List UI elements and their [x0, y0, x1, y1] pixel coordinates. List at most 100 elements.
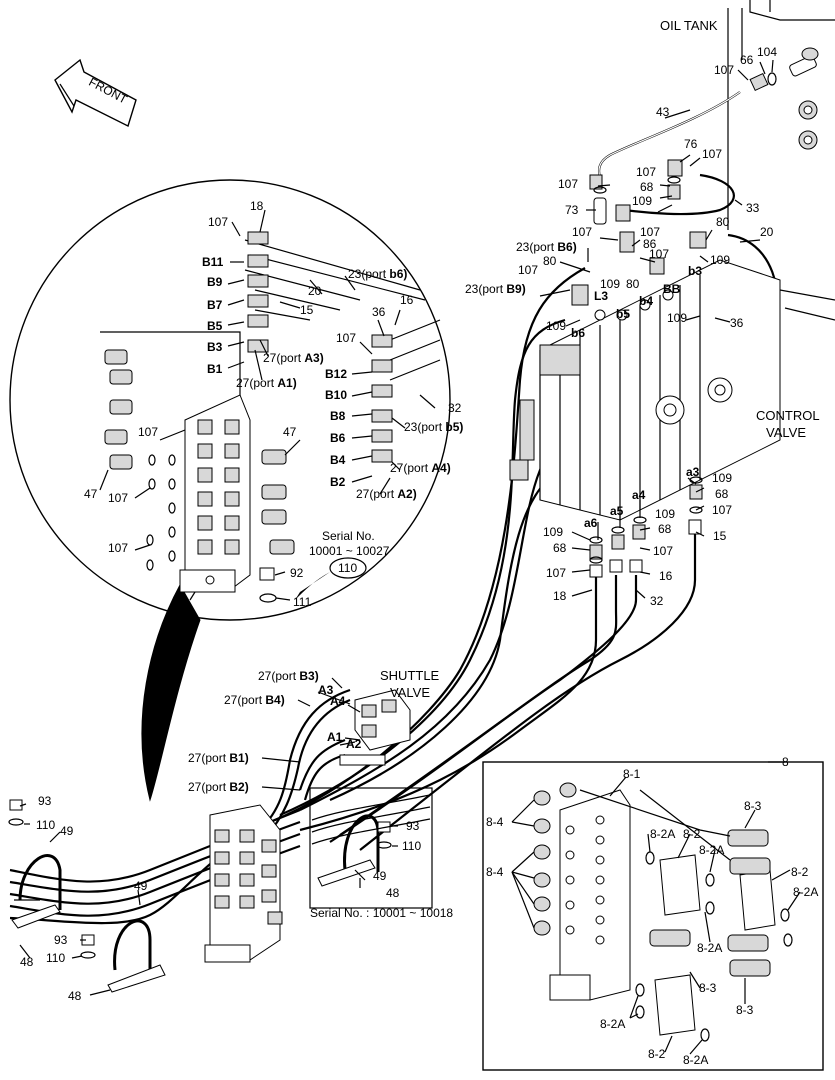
label-B12: B12	[325, 367, 347, 381]
label-23-port: 23(port b5)	[404, 420, 463, 434]
label-8-4: 8-4	[486, 865, 504, 879]
label-8-2: 8-2	[791, 865, 809, 879]
label-23-port: 23(port B6)	[516, 240, 577, 254]
label-86: 86	[643, 237, 657, 251]
label-36: 36	[730, 316, 744, 330]
label-23-port: 23(port b6)	[348, 267, 407, 281]
label-23-port: 23(port B9)	[465, 282, 526, 296]
label-32: 32	[650, 594, 664, 608]
shuttle-valve-label-2: VALVE	[390, 685, 430, 700]
label-B5: B5	[207, 319, 223, 333]
part-8-2A-orings	[635, 851, 793, 1042]
label-107: 107	[108, 491, 128, 505]
label-107: 107	[702, 147, 722, 161]
label-49: 49	[373, 869, 387, 883]
label-110: 110	[36, 818, 55, 832]
label-8-2A: 8-2A	[699, 843, 724, 857]
label-27-port: 27(port A2)	[356, 487, 417, 501]
control-valve	[509, 259, 781, 521]
label-B7: B7	[207, 298, 223, 312]
label-8: 8	[178, 601, 185, 615]
label-80: 80	[626, 277, 640, 291]
label-109: 109	[543, 525, 563, 539]
detail-hoses	[244, 231, 441, 463]
label-48: 48	[68, 989, 82, 1003]
label-15: 15	[713, 529, 727, 543]
control-valve-label-2: VALVE	[766, 425, 806, 440]
fittings-47	[261, 449, 295, 555]
part-8-2-tees	[654, 854, 776, 1036]
part-8-4-caps	[533, 782, 577, 936]
label-68: 68	[553, 541, 567, 555]
label-107: 107	[518, 263, 538, 277]
label-68: 68	[658, 522, 672, 536]
label-107: 107	[546, 566, 566, 580]
label-B3: B3	[207, 340, 223, 354]
label-107: 107	[649, 247, 669, 261]
label-20: 20	[308, 284, 322, 298]
label-107: 107	[712, 503, 732, 517]
label-107: 107	[558, 177, 578, 191]
shuttle-valve-label-1: SHUTTLE	[380, 668, 440, 683]
label-73: 73	[565, 203, 579, 217]
label-107: 107	[572, 225, 592, 239]
label-109: 109	[655, 507, 675, 521]
label-8-2A: 8-2A	[650, 827, 675, 841]
label-a3: a3	[686, 465, 700, 479]
label-27-port: 27(port A1)	[236, 376, 297, 390]
label-A4: A4	[330, 694, 346, 708]
label-16: 16	[659, 569, 673, 583]
label-107: 107	[208, 215, 228, 229]
label-8-2A: 8-2A	[793, 885, 818, 899]
label-8-2: 8-2	[683, 827, 701, 841]
label-8-2A: 8-2A	[683, 1053, 708, 1067]
loose-fittings-left	[104, 349, 133, 470]
oil-tank	[727, 0, 835, 321]
leader-lines	[19, 59, 801, 1055]
label-27-port: 27(port B4)	[224, 693, 285, 707]
serial-note-line1: Serial No.	[322, 529, 375, 543]
label-L3: L3	[594, 289, 608, 303]
label-BB: BB	[663, 282, 681, 296]
label-111: 111	[293, 595, 312, 609]
label-b3: b3	[688, 264, 702, 278]
label-92: 92	[290, 566, 304, 580]
label-B2: B2	[330, 475, 346, 489]
label-8-2A: 8-2A	[600, 1017, 625, 1031]
label-110: 110	[402, 839, 421, 853]
label-110: 110	[46, 951, 65, 965]
label-8-3: 8-3	[699, 981, 717, 995]
label-109: 109	[712, 471, 732, 485]
label-36: 36	[372, 305, 386, 319]
shuttle-valve	[339, 689, 411, 766]
label-8-3: 8-3	[744, 799, 762, 813]
label-68: 68	[640, 180, 654, 194]
control-valve-top-fittings	[571, 159, 707, 306]
label-107: 107	[714, 63, 734, 77]
label-104: 104	[757, 45, 777, 59]
hose-clamps	[8, 799, 166, 993]
label-107: 107	[138, 425, 158, 439]
detail-view	[9, 179, 451, 802]
label-B11: B11	[202, 255, 224, 269]
label-43: 43	[656, 105, 670, 119]
label-107: 107	[108, 541, 128, 555]
manifold-fittings	[197, 419, 240, 555]
label-109: 109	[546, 319, 566, 333]
label-66: 66	[740, 53, 754, 67]
label-a5: a5	[610, 504, 624, 518]
label-107: 107	[653, 544, 673, 558]
label-18: 18	[553, 589, 567, 603]
label-48: 48	[20, 955, 34, 969]
label-47: 47	[84, 487, 98, 501]
lower-manifold	[204, 804, 283, 963]
label-8-2A: 8-2A	[697, 941, 722, 955]
label-33: 33	[746, 201, 760, 215]
o-rings-left	[146, 454, 176, 571]
label-b5: b5	[616, 307, 630, 321]
label-109: 109	[600, 277, 620, 291]
serial-note-line2: 10001 ~ 10027	[309, 544, 390, 558]
label-107: 107	[336, 331, 356, 345]
label-a4: a4	[632, 488, 646, 502]
